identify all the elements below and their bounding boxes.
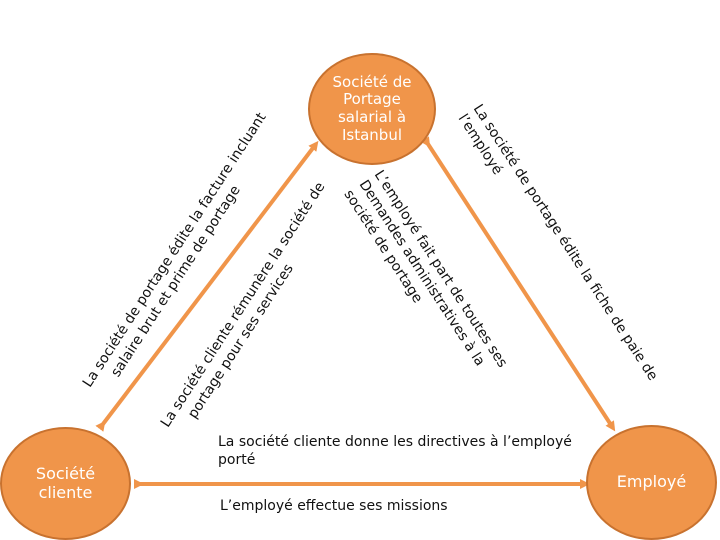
arrow-right-edge xyxy=(420,136,616,432)
node-client-company-label: Société cliente xyxy=(35,463,96,502)
node-employee: Employé xyxy=(586,425,717,540)
bottom-top-label: La société cliente donne les directives … xyxy=(218,433,572,469)
arrow-left-edge xyxy=(95,140,319,432)
node-portage-company-label: Société de Portage salarial à Istanbul xyxy=(332,72,412,144)
node-employee-label: Employé xyxy=(616,472,687,492)
bottom-bottom-label: L’employé effectue ses missions xyxy=(220,498,448,514)
bottom-top-label-line2: porté xyxy=(218,452,256,468)
node-client-company: Société cliente xyxy=(0,427,131,540)
bottom-top-label-line1: La société cliente donne les directives … xyxy=(218,434,572,450)
node-portage-company: Société de Portage salarial à Istanbul xyxy=(308,53,436,165)
